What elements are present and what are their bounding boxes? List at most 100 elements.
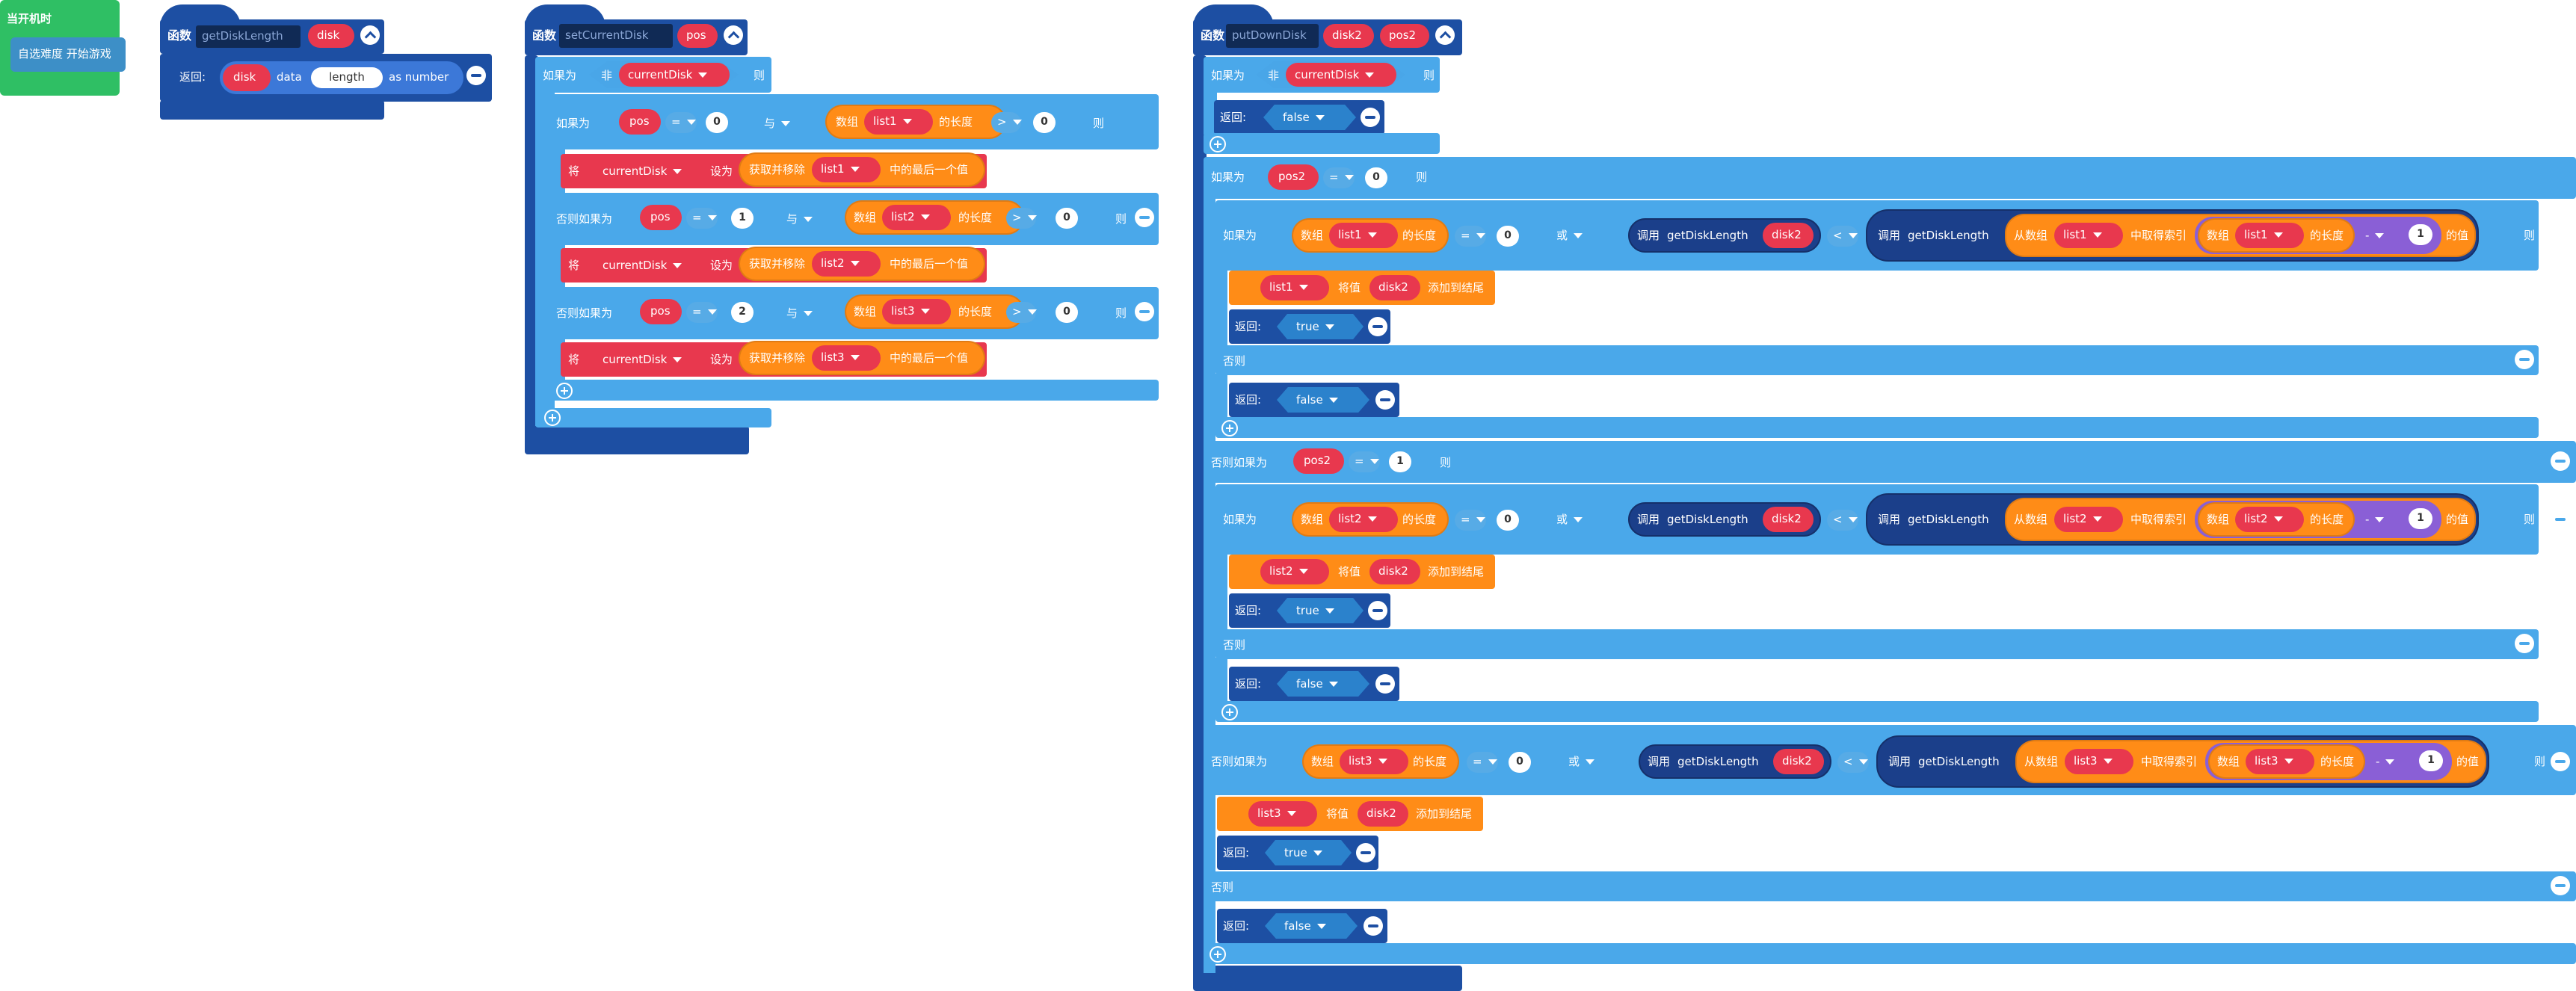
num-1[interactable]: 1 <box>1389 451 1411 472</box>
or-op[interactable]: 或 <box>1556 230 1583 241</box>
function-name-field[interactable]: getDiskLength <box>196 25 301 48</box>
remove-icon[interactable] <box>1368 317 1387 336</box>
num-1[interactable]: 1 <box>2409 508 2432 529</box>
var-pos[interactable]: pos <box>640 299 682 324</box>
var-list1[interactable]: list1 <box>1260 275 1329 300</box>
var-list1[interactable]: list1 <box>1329 223 1398 248</box>
else-row[interactable] <box>1204 871 2576 901</box>
add-branch-icon[interactable] <box>1210 946 1226 963</box>
add-branch-icon[interactable] <box>544 410 561 426</box>
param-disk2[interactable]: disk2 <box>1323 24 1374 48</box>
param-pos2[interactable]: pos2 <box>1380 24 1429 48</box>
minus-op[interactable]: - <box>2376 756 2394 768</box>
add-branch-icon[interactable] <box>1221 420 1238 436</box>
eq-op[interactable]: = <box>1349 451 1380 472</box>
arg-disk2[interactable]: disk2 <box>1369 559 1420 584</box>
var-list2[interactable]: list2 <box>1329 507 1398 532</box>
arg-disk2[interactable]: disk2 <box>1358 801 1408 827</box>
bool-true[interactable]: true <box>1277 598 1364 623</box>
eq-op[interactable]: = <box>1455 510 1486 531</box>
var-list2[interactable]: list2 <box>2054 507 2123 532</box>
var-pos2[interactable]: pos2 <box>1293 448 1344 474</box>
num-1[interactable]: 1 <box>731 208 754 229</box>
num-0[interactable]: 0 <box>1509 752 1531 773</box>
bool-false[interactable]: false <box>1277 671 1369 697</box>
param-disk[interactable]: disk <box>308 24 354 48</box>
minus-op[interactable]: - <box>2365 230 2384 241</box>
eq-op[interactable]: = <box>1467 752 1498 773</box>
and-op[interactable]: 与 <box>764 118 790 129</box>
var-currentDisk[interactable]: currentDisk <box>603 260 682 271</box>
else-row[interactable] <box>1215 345 2539 375</box>
lt-op[interactable]: < <box>1837 752 1869 773</box>
num-0[interactable]: 0 <box>1497 226 1519 247</box>
var-currentDisk[interactable]: currentDisk <box>1286 63 1396 87</box>
remove-branch-icon[interactable] <box>2551 510 2570 529</box>
arg-disk2[interactable]: disk2 <box>1763 223 1814 248</box>
bool-false[interactable]: false <box>1263 105 1356 130</box>
num-2[interactable]: 2 <box>731 302 754 323</box>
var-list1[interactable]: list1 <box>2235 223 2304 248</box>
lt-op[interactable]: < <box>1827 226 1858 247</box>
var-list3[interactable]: list3 <box>1248 801 1317 827</box>
or-op[interactable]: 或 <box>1556 514 1583 525</box>
ret-var-disk[interactable]: disk <box>223 64 271 91</box>
gt-op[interactable]: > <box>1006 208 1036 229</box>
remove-branch-icon[interactable] <box>2515 350 2534 369</box>
remove-icon[interactable] <box>1364 916 1383 936</box>
arg-disk2[interactable]: disk2 <box>1773 749 1824 774</box>
remove-icon[interactable] <box>1368 601 1387 620</box>
num-0[interactable]: 0 <box>1365 167 1387 188</box>
var-list1[interactable]: list1 <box>812 157 881 182</box>
start-game-block[interactable] <box>10 37 126 72</box>
var-list2[interactable]: list2 <box>2235 507 2304 532</box>
var-currentDisk[interactable]: currentDisk <box>603 354 682 365</box>
num-1[interactable]: 1 <box>2419 750 2443 771</box>
bool-false[interactable]: false <box>1277 387 1369 413</box>
num-0[interactable]: 0 <box>1056 302 1078 323</box>
remove-icon[interactable] <box>1361 108 1380 127</box>
var-list3[interactable]: list3 <box>2246 749 2314 774</box>
remove-icon[interactable] <box>1375 390 1395 410</box>
var-pos[interactable]: pos <box>619 109 661 135</box>
var-list3[interactable]: list3 <box>2065 749 2133 774</box>
arg-disk2[interactable]: disk2 <box>1369 275 1420 300</box>
length-field[interactable]: length <box>311 67 383 88</box>
bool-false[interactable]: false <box>1265 913 1358 939</box>
collapse-icon[interactable] <box>360 25 380 45</box>
eq-op[interactable]: = <box>686 208 718 229</box>
var-list3[interactable]: list3 <box>882 299 951 324</box>
remove-branch-icon[interactable] <box>2515 634 2534 653</box>
remove-icon[interactable] <box>1375 674 1395 694</box>
var-list1[interactable]: list1 <box>2054 223 2123 248</box>
num-1[interactable]: 1 <box>2409 224 2432 245</box>
add-branch-icon[interactable] <box>1210 136 1226 152</box>
add-branch-icon[interactable] <box>556 383 573 399</box>
eq-op[interactable]: = <box>665 112 697 133</box>
eq-op[interactable]: = <box>686 302 718 323</box>
num-0[interactable]: 0 <box>1056 208 1078 229</box>
remove-branch-icon[interactable] <box>2551 451 2570 471</box>
gt-op[interactable]: > <box>991 112 1021 133</box>
bool-true[interactable]: true <box>1265 840 1352 865</box>
var-pos2[interactable]: pos2 <box>1268 164 1319 190</box>
var-list2[interactable]: list2 <box>812 251 881 277</box>
var-currentDisk[interactable]: currentDisk <box>619 63 730 87</box>
collapse-icon[interactable] <box>724 25 743 45</box>
elseif-block[interactable] <box>1204 441 2576 483</box>
remove-icon[interactable] <box>1356 843 1375 862</box>
bool-true[interactable]: true <box>1277 314 1364 339</box>
and-op[interactable]: 与 <box>786 308 813 319</box>
add-branch-icon[interactable] <box>1221 704 1238 720</box>
remove-branch-icon[interactable] <box>1135 302 1154 321</box>
var-pos[interactable]: pos <box>640 205 682 230</box>
function-name-field[interactable]: putDownDisk <box>1226 24 1319 48</box>
var-list2[interactable]: list2 <box>1260 559 1329 584</box>
var-list3[interactable]: list3 <box>812 345 881 371</box>
else-row[interactable] <box>1215 629 2539 659</box>
remove-branch-icon[interactable] <box>2551 876 2570 895</box>
and-op[interactable]: 与 <box>786 214 813 225</box>
var-currentDisk[interactable]: currentDisk <box>603 166 682 177</box>
function-name-field[interactable]: setCurrentDisk <box>559 24 673 48</box>
or-op[interactable]: 或 <box>1568 756 1594 768</box>
